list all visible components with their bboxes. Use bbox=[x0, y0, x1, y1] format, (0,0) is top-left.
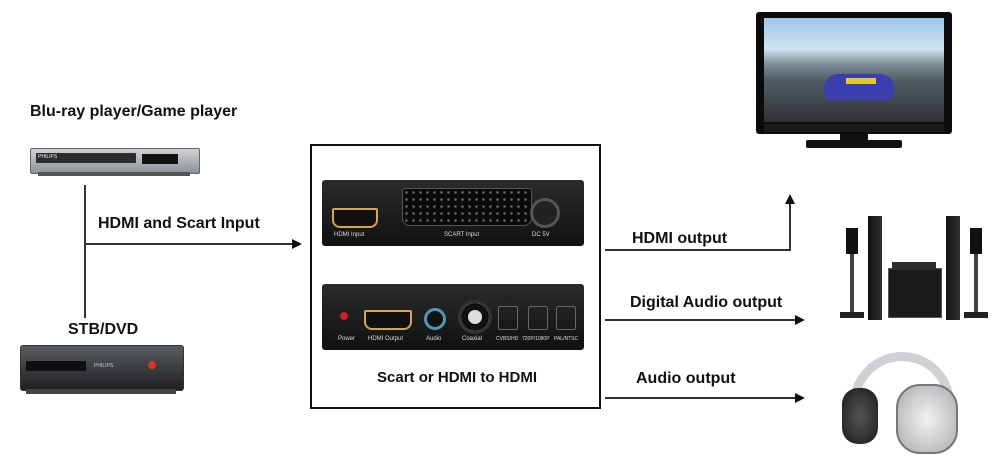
converter-top-panel: HDMI Input SCART Input DC 5V bbox=[322, 180, 584, 246]
res-label: 720P/1080P bbox=[522, 336, 550, 342]
dc-label: DC 5V bbox=[532, 232, 550, 238]
scart-input-label: SCART Input bbox=[444, 232, 480, 238]
cvbs-label: CVBS/HD bbox=[496, 336, 519, 342]
digital-audio-output-label: Digital Audio output bbox=[630, 294, 783, 311]
hdmi-output-port bbox=[364, 310, 412, 330]
tv-screen bbox=[764, 18, 944, 122]
tv bbox=[756, 12, 952, 152]
hdmi-input-port bbox=[332, 208, 378, 228]
bluray-player: PHILIPS bbox=[30, 148, 200, 178]
dc-port bbox=[530, 198, 560, 228]
bluray-brand: PHILIPS bbox=[38, 154, 58, 160]
coaxial-port bbox=[458, 300, 492, 334]
converter-bottom-panel: Power HDMI Output Audio Coaxial CVBS/HD … bbox=[322, 284, 584, 350]
hdmi-output-label-text: HDMI output bbox=[632, 230, 728, 247]
converter-title: Scart or HDMI to HDMI bbox=[377, 369, 538, 386]
hdmi-output-label: HDMI Output bbox=[368, 336, 404, 342]
audio-label: Audio bbox=[426, 336, 442, 342]
scart-input-port bbox=[402, 188, 532, 226]
hdmi-input-label: HDMI Input bbox=[334, 232, 365, 238]
speaker-system bbox=[830, 212, 992, 324]
stb-brand: PHILIPS bbox=[94, 363, 114, 369]
audio-port bbox=[424, 308, 446, 330]
power-label: Power bbox=[338, 336, 356, 342]
power-led bbox=[340, 312, 348, 320]
bluray-label: Blu-ray player/Game player bbox=[30, 103, 238, 120]
audio-output-label: Audio output bbox=[636, 370, 736, 387]
headphones bbox=[838, 348, 968, 456]
converter-frame bbox=[310, 144, 601, 409]
coaxial-label: Coaxial bbox=[462, 336, 483, 342]
hdmi-output-arrow bbox=[605, 194, 795, 251]
cvbs-switch bbox=[498, 306, 518, 330]
stb-player: PHILIPS bbox=[20, 345, 184, 395]
pal-switch bbox=[556, 306, 576, 330]
pal-label: PAL/NTSC bbox=[554, 336, 579, 342]
stb-label: STB/DVD bbox=[68, 321, 139, 338]
input-label: HDMI and Scart Input bbox=[98, 215, 260, 232]
res-switch bbox=[528, 306, 548, 330]
